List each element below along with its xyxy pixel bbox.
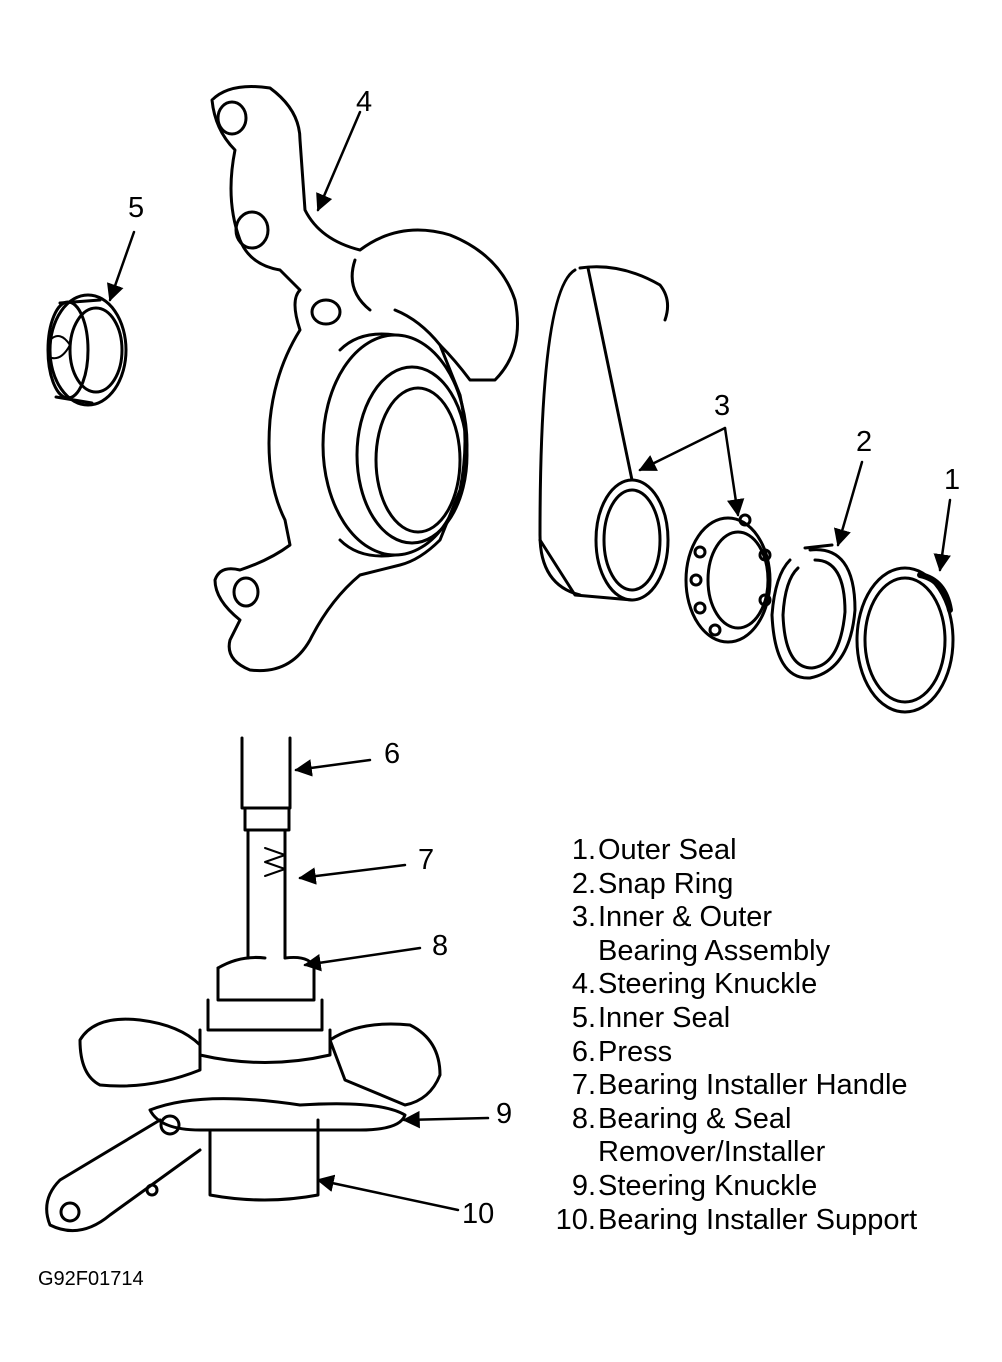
legend-item: 6.Press <box>571 1035 673 1068</box>
steering-knuckle-part <box>210 85 519 673</box>
inner-seal-part <box>46 293 128 407</box>
callout-4: 4 <box>356 86 373 118</box>
callout-10: 10 <box>462 1198 495 1230</box>
callout-1: 1 <box>944 464 961 496</box>
figure-id: G92F01714 <box>38 1268 144 1290</box>
callout-9: 9 <box>496 1098 513 1130</box>
outer-seal-part <box>855 566 955 714</box>
callout-arrows <box>106 110 952 1212</box>
callout-2: 2 <box>856 426 873 458</box>
legend-item: 3.Inner & Outer <box>571 901 773 934</box>
legend-item: 1.Outer Seal <box>571 834 737 866</box>
ball-bearing-part <box>684 513 772 644</box>
callout-5: 5 <box>128 192 145 224</box>
callout-8: 8 <box>432 930 449 962</box>
press-assembly-part <box>45 736 442 1233</box>
legend-item: 5.Inner Seal <box>571 1001 731 1034</box>
legend-item: 4.Steering Knuckle <box>571 968 818 1001</box>
bearing-race-part <box>538 265 670 602</box>
legend-item: 7.Bearing Installer Handle <box>571 1069 908 1102</box>
legend-item: 2.Snap Ring <box>571 867 734 900</box>
legend-item: 10.Bearing Installer Support <box>555 1203 918 1236</box>
parts-legend: 1.Outer Seal 2.Snap Ring 3.Inner & Outer… <box>540 834 918 1237</box>
callout-7: 7 <box>418 844 435 876</box>
snap-ring-part <box>770 543 857 680</box>
legend-item: 9.Steering Knuckle <box>571 1169 818 1202</box>
callout-6: 6 <box>384 738 401 770</box>
legend-item-continuation: Bearing Assembly <box>598 934 831 967</box>
legend-item: 8.Bearing & Seal <box>571 1102 792 1135</box>
callout-3: 3 <box>714 390 731 422</box>
legend-item-continuation: Remover/Installer <box>598 1136 826 1169</box>
